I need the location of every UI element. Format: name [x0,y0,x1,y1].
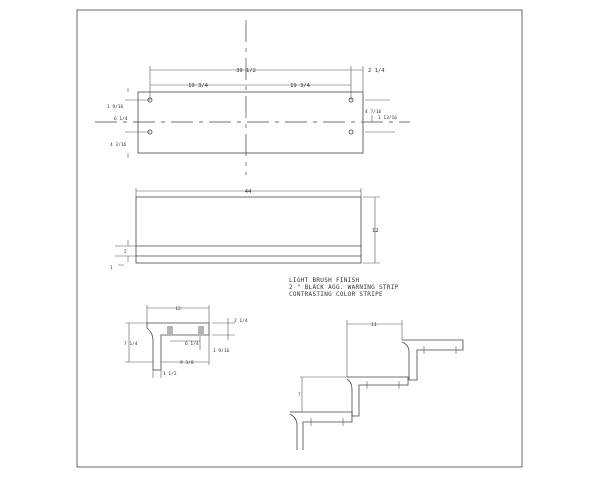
dim-section-height: 7 1/4 [124,341,138,347]
note-color-stripe: CONTRASTING COLOR STRIPE [289,291,383,298]
dim-end-offset: 2 1/4 [368,68,385,74]
dim-nose-drop: 2 1/4 [234,318,248,324]
dim-inner-width: 9 3/8 [180,360,194,366]
dim-bottom-gap: 1 [110,265,113,271]
dim-overall-spacing: 39 1/2 [236,68,256,74]
stair-step-bottom [289,411,353,450]
dim-tread: 11 [371,322,377,328]
dim-half-right: 19 3/4 [290,83,311,89]
dim-left-hole-spacing: 6 1/4 [114,116,128,122]
dim-riser: 7 [298,392,301,398]
stair-step-middle [346,376,409,417]
tread-plate-outline [137,91,364,154]
riser-face [135,196,362,264]
dim-left-top: 1 9/16 [107,104,124,110]
nosing-profile [146,322,210,371]
sheet-border [76,9,523,468]
dim-anchor-spacing: 6 1/4 [185,341,199,347]
anchor-holes [147,97,354,135]
section-view: 12 7 1/4 2 1/4 6 1/4 1 9/16 9 3/8 1 1/2 [124,305,248,378]
dim-anchor-offset: 1 9/16 [213,348,230,354]
anchor-hole [348,129,354,135]
dim-depth: 12 [175,306,181,312]
dim-strip: 2 [124,249,127,255]
dim-half-left: 19 3/4 [188,83,209,89]
dim-length: 44 [245,189,252,195]
dim-right-offset: 4 7/16 [365,109,382,115]
plan-view: 39 1/2 19 3/4 19 3/4 2 1/4 1 9/16 6 1/4 … [95,20,410,175]
note-finish: LIGHT BRUSH FINISH [289,277,360,284]
stair-step-top [401,339,464,381]
note-warning-strip: 2 " BLACK AGG. WARNING STRIP [289,284,399,291]
notes: LIGHT BRUSH FINISH 2 " BLACK AGG. WARNIN… [289,277,399,298]
stair-view: 11 7 [289,320,464,450]
dim-left-bottom: 4 3/16 [110,142,127,148]
dim-height: 12 [372,228,379,234]
dim-riser-thickness: 1 1/2 [163,371,177,377]
front-view: 44 12 2 1 [110,188,380,271]
dim-right-small: 1 13/16 [378,115,397,121]
